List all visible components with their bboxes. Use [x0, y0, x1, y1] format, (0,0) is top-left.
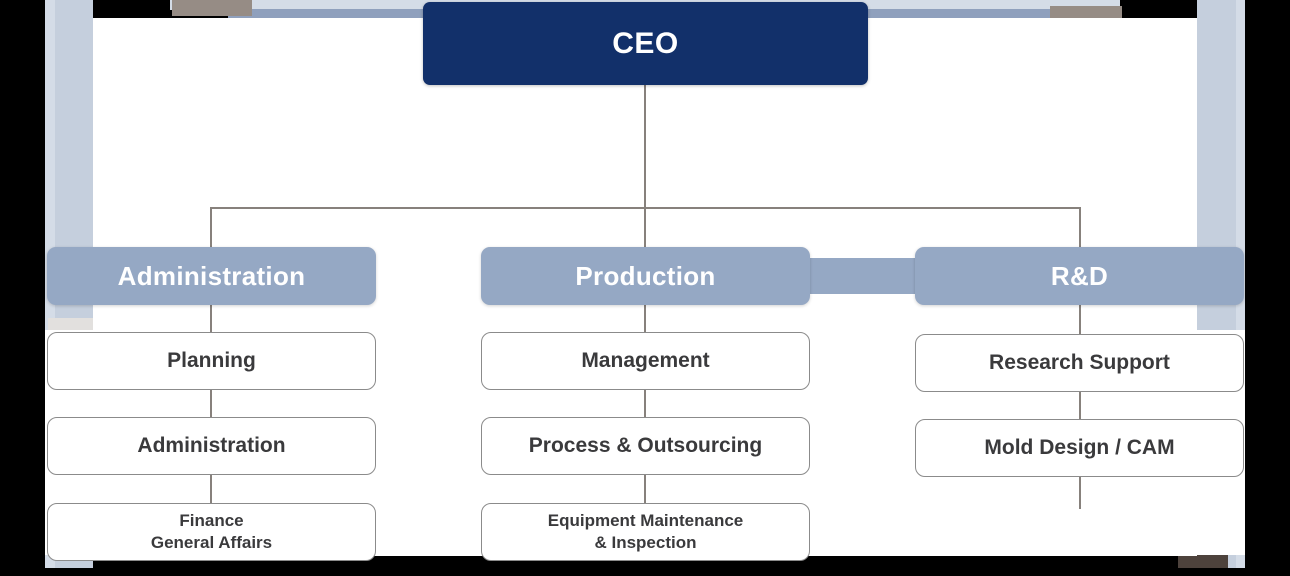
- node-item-label: Finance General Affairs: [151, 510, 272, 554]
- node-department-production-label: Production: [575, 260, 716, 291]
- background-shape-taupe-left: [172, 0, 252, 16]
- node-item-production-process-outsourcing[interactable]: Process & Outsourcing: [481, 417, 810, 475]
- node-item-label: Management: [581, 349, 710, 373]
- node-item-rd-mold-design-cam[interactable]: Mold Design / CAM: [915, 419, 1244, 477]
- connector-drop-production: [644, 207, 646, 249]
- node-item-rd-research-support[interactable]: Research Support: [915, 334, 1244, 392]
- node-department-rd[interactable]: R&D: [915, 247, 1244, 305]
- node-item-administration-finance-general-affairs[interactable]: Finance General Affairs: [47, 503, 376, 561]
- node-department-rd-label: R&D: [1050, 260, 1109, 291]
- node-department-production[interactable]: Production: [481, 247, 810, 305]
- node-item-label: Equipment Maintenance & Inspection: [548, 510, 744, 554]
- background-bar-left-c: [48, 318, 94, 330]
- connector-drop-administration: [210, 207, 212, 249]
- node-item-label-line2: & Inspection: [594, 533, 697, 552]
- node-item-label: Administration: [137, 434, 286, 458]
- node-ceo[interactable]: CEO: [423, 2, 868, 85]
- connector-spine-production: [644, 249, 646, 549]
- connector-spine-administration: [210, 249, 212, 549]
- connector-production-rd-link: [805, 258, 923, 294]
- node-item-label: Research Support: [989, 351, 1170, 375]
- connector-drop-rd: [1079, 207, 1081, 249]
- letterbox-bottom: [0, 568, 1290, 576]
- letterbox-right: [1245, 0, 1290, 576]
- node-department-administration-label: Administration: [117, 260, 306, 291]
- node-item-label-line2: General Affairs: [150, 533, 273, 552]
- node-item-administration-planning[interactable]: Planning: [47, 332, 376, 390]
- node-item-label: Process & Outsourcing: [528, 434, 763, 458]
- node-item-production-management[interactable]: Management: [481, 332, 810, 390]
- node-item-administration-administration[interactable]: Administration: [47, 417, 376, 475]
- letterbox-left: [0, 0, 45, 576]
- node-item-label: Planning: [167, 349, 256, 373]
- connector-ceo-stem: [644, 85, 646, 209]
- node-item-label: Mold Design / CAM: [984, 436, 1175, 460]
- node-item-production-equipment-maintenance-inspection[interactable]: Equipment Maintenance & Inspection: [481, 503, 810, 561]
- node-item-label-line1: Equipment Maintenance: [547, 510, 744, 530]
- node-ceo-label: CEO: [612, 26, 679, 60]
- node-item-label-line1: Finance: [179, 510, 244, 530]
- node-department-administration[interactable]: Administration: [47, 247, 376, 305]
